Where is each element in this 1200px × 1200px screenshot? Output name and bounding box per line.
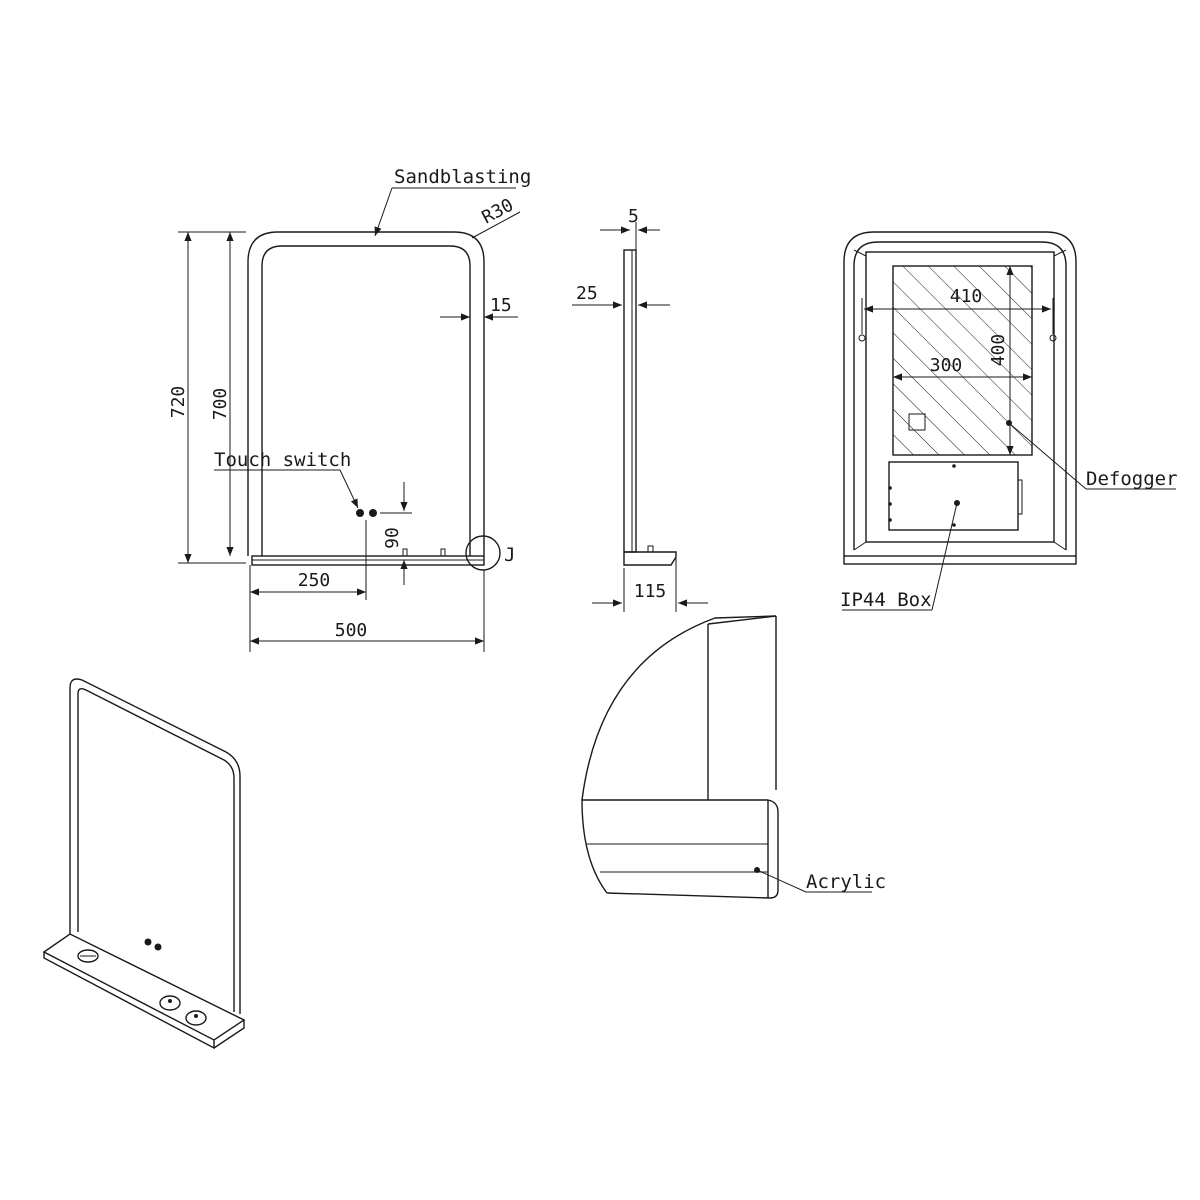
touch-switch-label: Touch switch (214, 449, 351, 471)
isometric-view (42, 678, 246, 1050)
dim-overall-height: 720 (168, 386, 189, 419)
dim-shelf-depth: 115 (634, 581, 667, 602)
detail-j-label: J (504, 544, 515, 566)
iso-outlet (77, 949, 99, 963)
dim-defogger-width: 410 (950, 286, 983, 307)
iso-mirror-outer (69, 678, 241, 1014)
front-view: J Sandblasting R30 15 720 700 Touch swit… (168, 166, 531, 652)
detail-j-circle (465, 535, 501, 571)
iso-outlet (159, 995, 181, 1011)
dim-defogger-height: 400 (988, 334, 1009, 367)
acrylic-label: Acrylic (806, 871, 886, 893)
dim-switch-height: 90 (382, 527, 403, 549)
detail-arc (581, 615, 777, 894)
ip44-box-label: IP44 Box (840, 589, 932, 611)
side-panel (623, 249, 637, 553)
iso-shelf-front (43, 952, 215, 1050)
iso-outlet (185, 1010, 207, 1026)
dim-mirror-height: 700 (210, 388, 231, 421)
dim-switch-offset: 250 (298, 570, 331, 591)
back-outer-outline (843, 231, 1077, 556)
back-shelf (843, 555, 1077, 565)
dim-side-top: 5 (628, 206, 639, 227)
touch-switch-dot (356, 509, 364, 517)
back-frame (865, 251, 1055, 543)
iso-touch-dot (154, 943, 162, 951)
sandblasting-label: Sandblasting (394, 166, 531, 188)
detail-acrylic-shelf (606, 799, 779, 899)
side-shelf (623, 551, 677, 566)
dim-side-thickness: 25 (576, 283, 598, 304)
radius-label: R30 (478, 195, 517, 229)
iso-mirror-inner (77, 687, 235, 1012)
defogger-label: Defogger (1086, 468, 1178, 490)
detail-j-view: Acrylic (581, 615, 886, 899)
touch-switch-dot (369, 509, 377, 517)
mirror-inner-outline (261, 245, 471, 556)
back-inner-outline (853, 241, 1067, 550)
iso-touch-dot (144, 938, 152, 946)
iso-shelf-top (42, 933, 246, 1041)
side-view: 5 25 115 (572, 206, 708, 612)
mirror-outer-outline (247, 231, 485, 556)
dim-defogger-inner: 300 (930, 355, 963, 376)
dim-overall-width: 500 (335, 620, 368, 641)
back-view: 410 300 400 Defogger IP44 Box (840, 231, 1178, 611)
dim-frame-width: 15 (490, 295, 512, 316)
